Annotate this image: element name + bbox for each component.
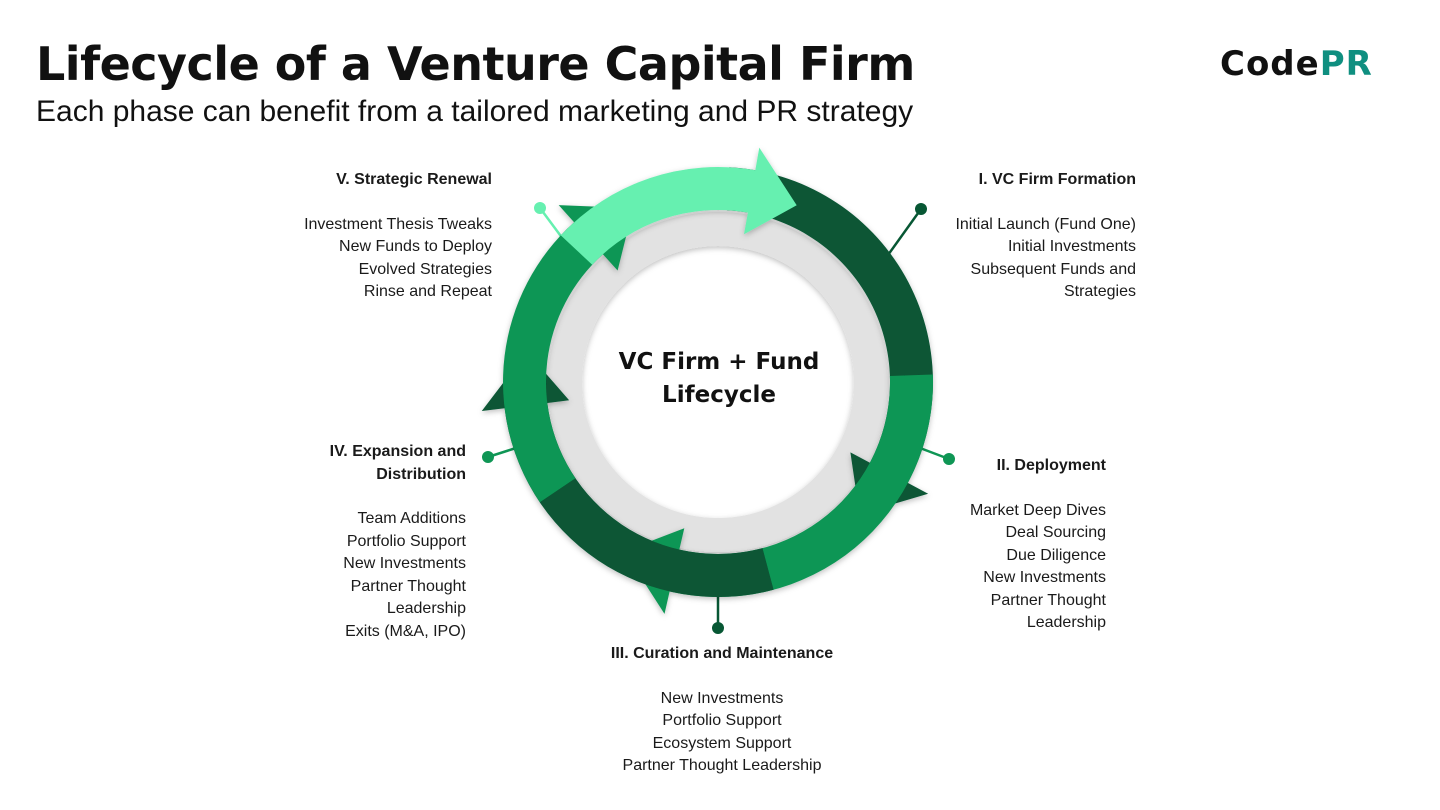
phase-2-item: New Investments [983, 569, 1106, 586]
phase-4-title: IV. Expansion and Distribution [240, 441, 466, 486]
phase-5-item: Rinse and Repeat [363, 283, 492, 300]
page-title: Lifecycle of a Venture Capital Firm [36, 37, 915, 91]
phase-4-item: Team Additions [357, 510, 466, 527]
phase-3-item: New Investments [660, 689, 784, 707]
phase-1-item: Initial Launch (Fund One) [955, 215, 1136, 233]
phase-1-item: Strategies [1063, 283, 1136, 300]
center-ring [548, 212, 888, 552]
logo-pr-text: PR [1319, 44, 1373, 84]
phase-1-item: Initial Investments [1007, 238, 1136, 255]
connector-phase-1-dot [915, 203, 927, 215]
phase-4-item: Leadership [386, 600, 466, 617]
phase-3-title: III. Curation and Maintenance [610, 645, 834, 662]
phase-4-title-line: Distribution [376, 465, 466, 483]
phase-3-item: Partner Thought Leadership [622, 757, 822, 774]
phase-3-curation-and-maintenance: III. Curation and Maintenance New Invest… [572, 643, 872, 778]
phase-5-strategic-renewal: V. Strategic Renewal Investment Thesis T… [260, 169, 492, 304]
phase-4-item: Exits (M&A, IPO) [345, 622, 466, 640]
phase-2-item: Leadership [1026, 614, 1106, 631]
phase-4-item: Partner Thought [350, 577, 466, 595]
arrow-phase-4 [503, 205, 634, 503]
phase-5-item: Evolved Strategies [358, 260, 492, 278]
connector-phase-5-line [538, 207, 565, 240]
phase-4-item: New Investments [343, 555, 466, 572]
cycle-arrows [481, 147, 934, 614]
phase-5-item: Investment Thesis Tweaks [304, 215, 492, 233]
phase-5-item: New Funds to Deploy [339, 238, 492, 255]
arrow-phase-5 [560, 147, 797, 265]
code-pr-logo: CodePR [1220, 44, 1373, 84]
phase-5-title: V. Strategic Renewal [336, 171, 492, 188]
phase-1-vc-firm-formation: I. VC Firm Formation Initial Launch (Fun… [900, 169, 1136, 304]
logo-code-text: Code [1220, 44, 1320, 84]
phase-4-expansion-and-distribution: IV. Expansion and Distribution Team Addi… [240, 441, 466, 643]
phase-2-title: II. Deployment [996, 457, 1106, 474]
center-label-line: Lifecycle [662, 382, 776, 408]
connector-phase-4-dot [482, 451, 494, 463]
phase-2-item: Partner Thought [990, 591, 1106, 609]
connectors [482, 202, 955, 634]
phase-4-item: Portfolio Support [346, 532, 466, 550]
connector-phase-2-dot [943, 453, 955, 465]
phase-3-item: Portfolio Support [662, 712, 782, 729]
connector-phase-5-dot [534, 202, 546, 214]
phase-3-item: Ecosystem Support [652, 734, 792, 752]
connector-phase-1-line [886, 208, 923, 256]
phase-2-item: Market Deep Dives [969, 501, 1106, 519]
phase-2-item: Deal Sourcing [1005, 524, 1107, 541]
phase-1-title: I. VC Firm Formation [978, 171, 1136, 188]
phase-1-item: Subsequent Funds and [970, 260, 1136, 278]
page-subtitle: Each phase can benefit from a tailored m… [36, 95, 914, 128]
connector-phase-3-dot [712, 622, 724, 634]
phase-4-title-line: IV. Expansion and [329, 443, 466, 460]
center-label-line: VC Firm + Fund [618, 349, 820, 375]
phase-2-deployment: II. Deployment Market Deep Dives Deal So… [880, 455, 1106, 635]
phase-2-item: Due Diligence [1006, 546, 1106, 564]
arrow-phase-1 [727, 167, 933, 515]
